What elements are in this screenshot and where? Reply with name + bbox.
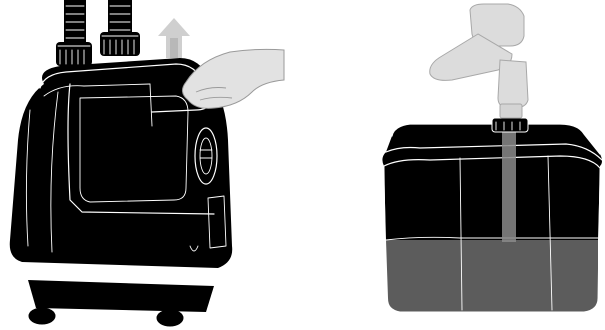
water-tank-upper bbox=[382, 124, 602, 240]
caster-wheel-left bbox=[27, 306, 57, 326]
caster-wheel-right bbox=[155, 308, 185, 328]
cord-compartment bbox=[207, 195, 227, 249]
water-tank-scene bbox=[382, 3, 603, 313]
brand-badge bbox=[194, 127, 218, 185]
water-stream bbox=[502, 130, 516, 242]
hose-left bbox=[64, 0, 86, 48]
fill-opening bbox=[491, 117, 529, 133]
lift-up-arrow-icon bbox=[158, 18, 190, 58]
hose-connector-left bbox=[56, 42, 92, 66]
steamer-lid bbox=[39, 63, 211, 113]
steamer-base-scene bbox=[9, 0, 285, 328]
water-level bbox=[386, 240, 598, 312]
faucet-icon bbox=[429, 3, 529, 119]
hose-connector-right bbox=[100, 32, 140, 56]
hand-icon bbox=[182, 48, 285, 109]
front-panel bbox=[79, 95, 189, 203]
hose-right bbox=[108, 0, 132, 36]
